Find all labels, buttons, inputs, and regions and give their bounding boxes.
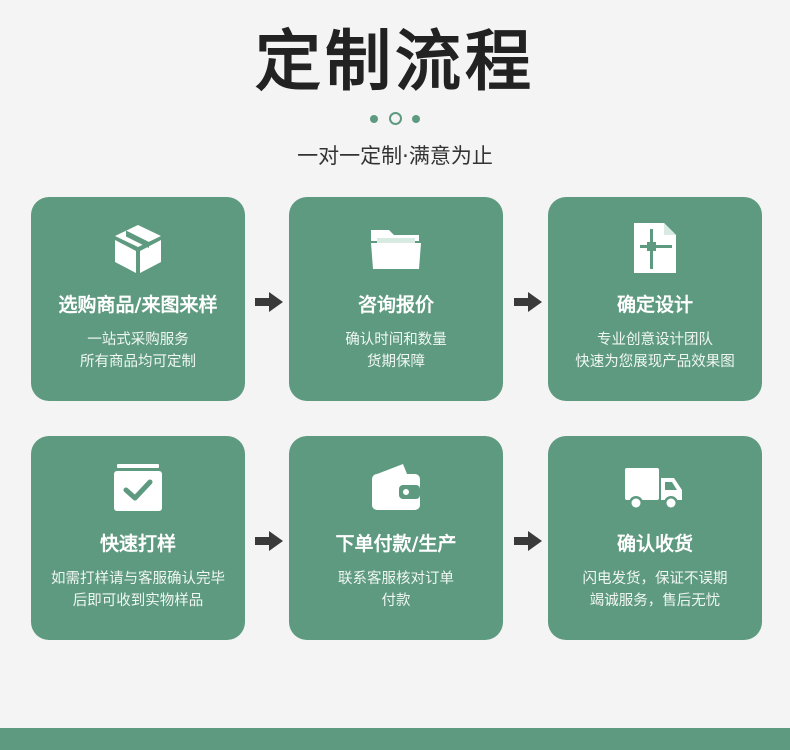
step-description: 联系客服核对订单 付款 — [289, 568, 503, 612]
step-description-line: 货期保障 — [367, 354, 425, 370]
step-card-confirm-receipt: 确认收货 闪电发货，保证不误期 竭诚服务，售后无忧 — [548, 436, 762, 640]
arrow-right-icon — [255, 531, 283, 551]
page-title: 定制流程 — [255, 22, 535, 100]
wallet-icon — [369, 460, 423, 514]
step-title: 下单付款/生产 — [335, 533, 457, 555]
step-card-confirm-design: 确定设计 专业创意设计团队 快速为您展现产品效果图 — [548, 197, 762, 401]
step-description: 一站式采购服务 所有商品均可定制 — [31, 329, 245, 373]
check-box-icon — [111, 460, 165, 514]
page-subtitle: 一对一定制·满意为止 — [297, 144, 493, 168]
step-description: 确认时间和数量 货期保障 — [289, 329, 503, 373]
step-card-select-products: 选购商品/来图来样 一站式采购服务 所有商品均可定制 — [31, 197, 245, 401]
step-description: 闪电发货，保证不误期 竭诚服务，售后无忧 — [548, 568, 762, 612]
step-title: 确定设计 — [616, 294, 693, 316]
step-description: 专业创意设计团队 快速为您展现产品效果图 — [548, 329, 762, 373]
step-description-line: 专业创意设计团队 — [597, 332, 713, 348]
step-description-line: 竭诚服务，售后无忧 — [589, 593, 721, 609]
arrow-right-icon — [514, 531, 542, 551]
step-description-line: 联系客服核对订单 — [338, 571, 454, 587]
step-card-quick-sample: 快速打样 如需打样请与客服确认完毕 后即可收到实物样品 — [31, 436, 245, 640]
box-icon — [111, 221, 165, 275]
dot-decoration — [412, 115, 420, 123]
truck-icon — [624, 460, 684, 514]
step-description-line: 后即可收到实物样品 — [72, 593, 204, 609]
folder-icon — [369, 221, 423, 275]
step-description-line: 闪电发货，保证不误期 — [582, 571, 728, 587]
step-description-line: 快速为您展现产品效果图 — [575, 354, 735, 370]
arrow-right-icon — [514, 292, 542, 312]
title-dots-decoration — [368, 112, 422, 126]
step-title: 选购商品/来图来样 — [58, 294, 218, 316]
step-description-line: 如需打样请与客服确认完毕 — [51, 571, 225, 587]
step-card-inquiry-quote: 咨询报价 确认时间和数量 货期保障 — [289, 197, 503, 401]
step-card-order-payment: 下单付款/生产 联系客服核对订单 付款 — [289, 436, 503, 640]
dot-ring-decoration — [389, 112, 402, 125]
design-doc-icon — [628, 221, 682, 275]
step-title: 快速打样 — [99, 533, 176, 555]
step-description-line: 付款 — [381, 593, 411, 609]
step-title: 确认收货 — [616, 533, 693, 555]
bottom-bar-decoration — [0, 728, 790, 750]
step-description-line: 一站式采购服务 — [87, 332, 189, 348]
step-description: 如需打样请与客服确认完毕 后即可收到实物样品 — [31, 568, 245, 612]
arrow-right-icon — [255, 292, 283, 312]
step-title: 咨询报价 — [357, 294, 434, 316]
dot-decoration — [370, 115, 378, 123]
step-description-line: 所有商品均可定制 — [80, 354, 196, 370]
step-description-line: 确认时间和数量 — [345, 332, 447, 348]
